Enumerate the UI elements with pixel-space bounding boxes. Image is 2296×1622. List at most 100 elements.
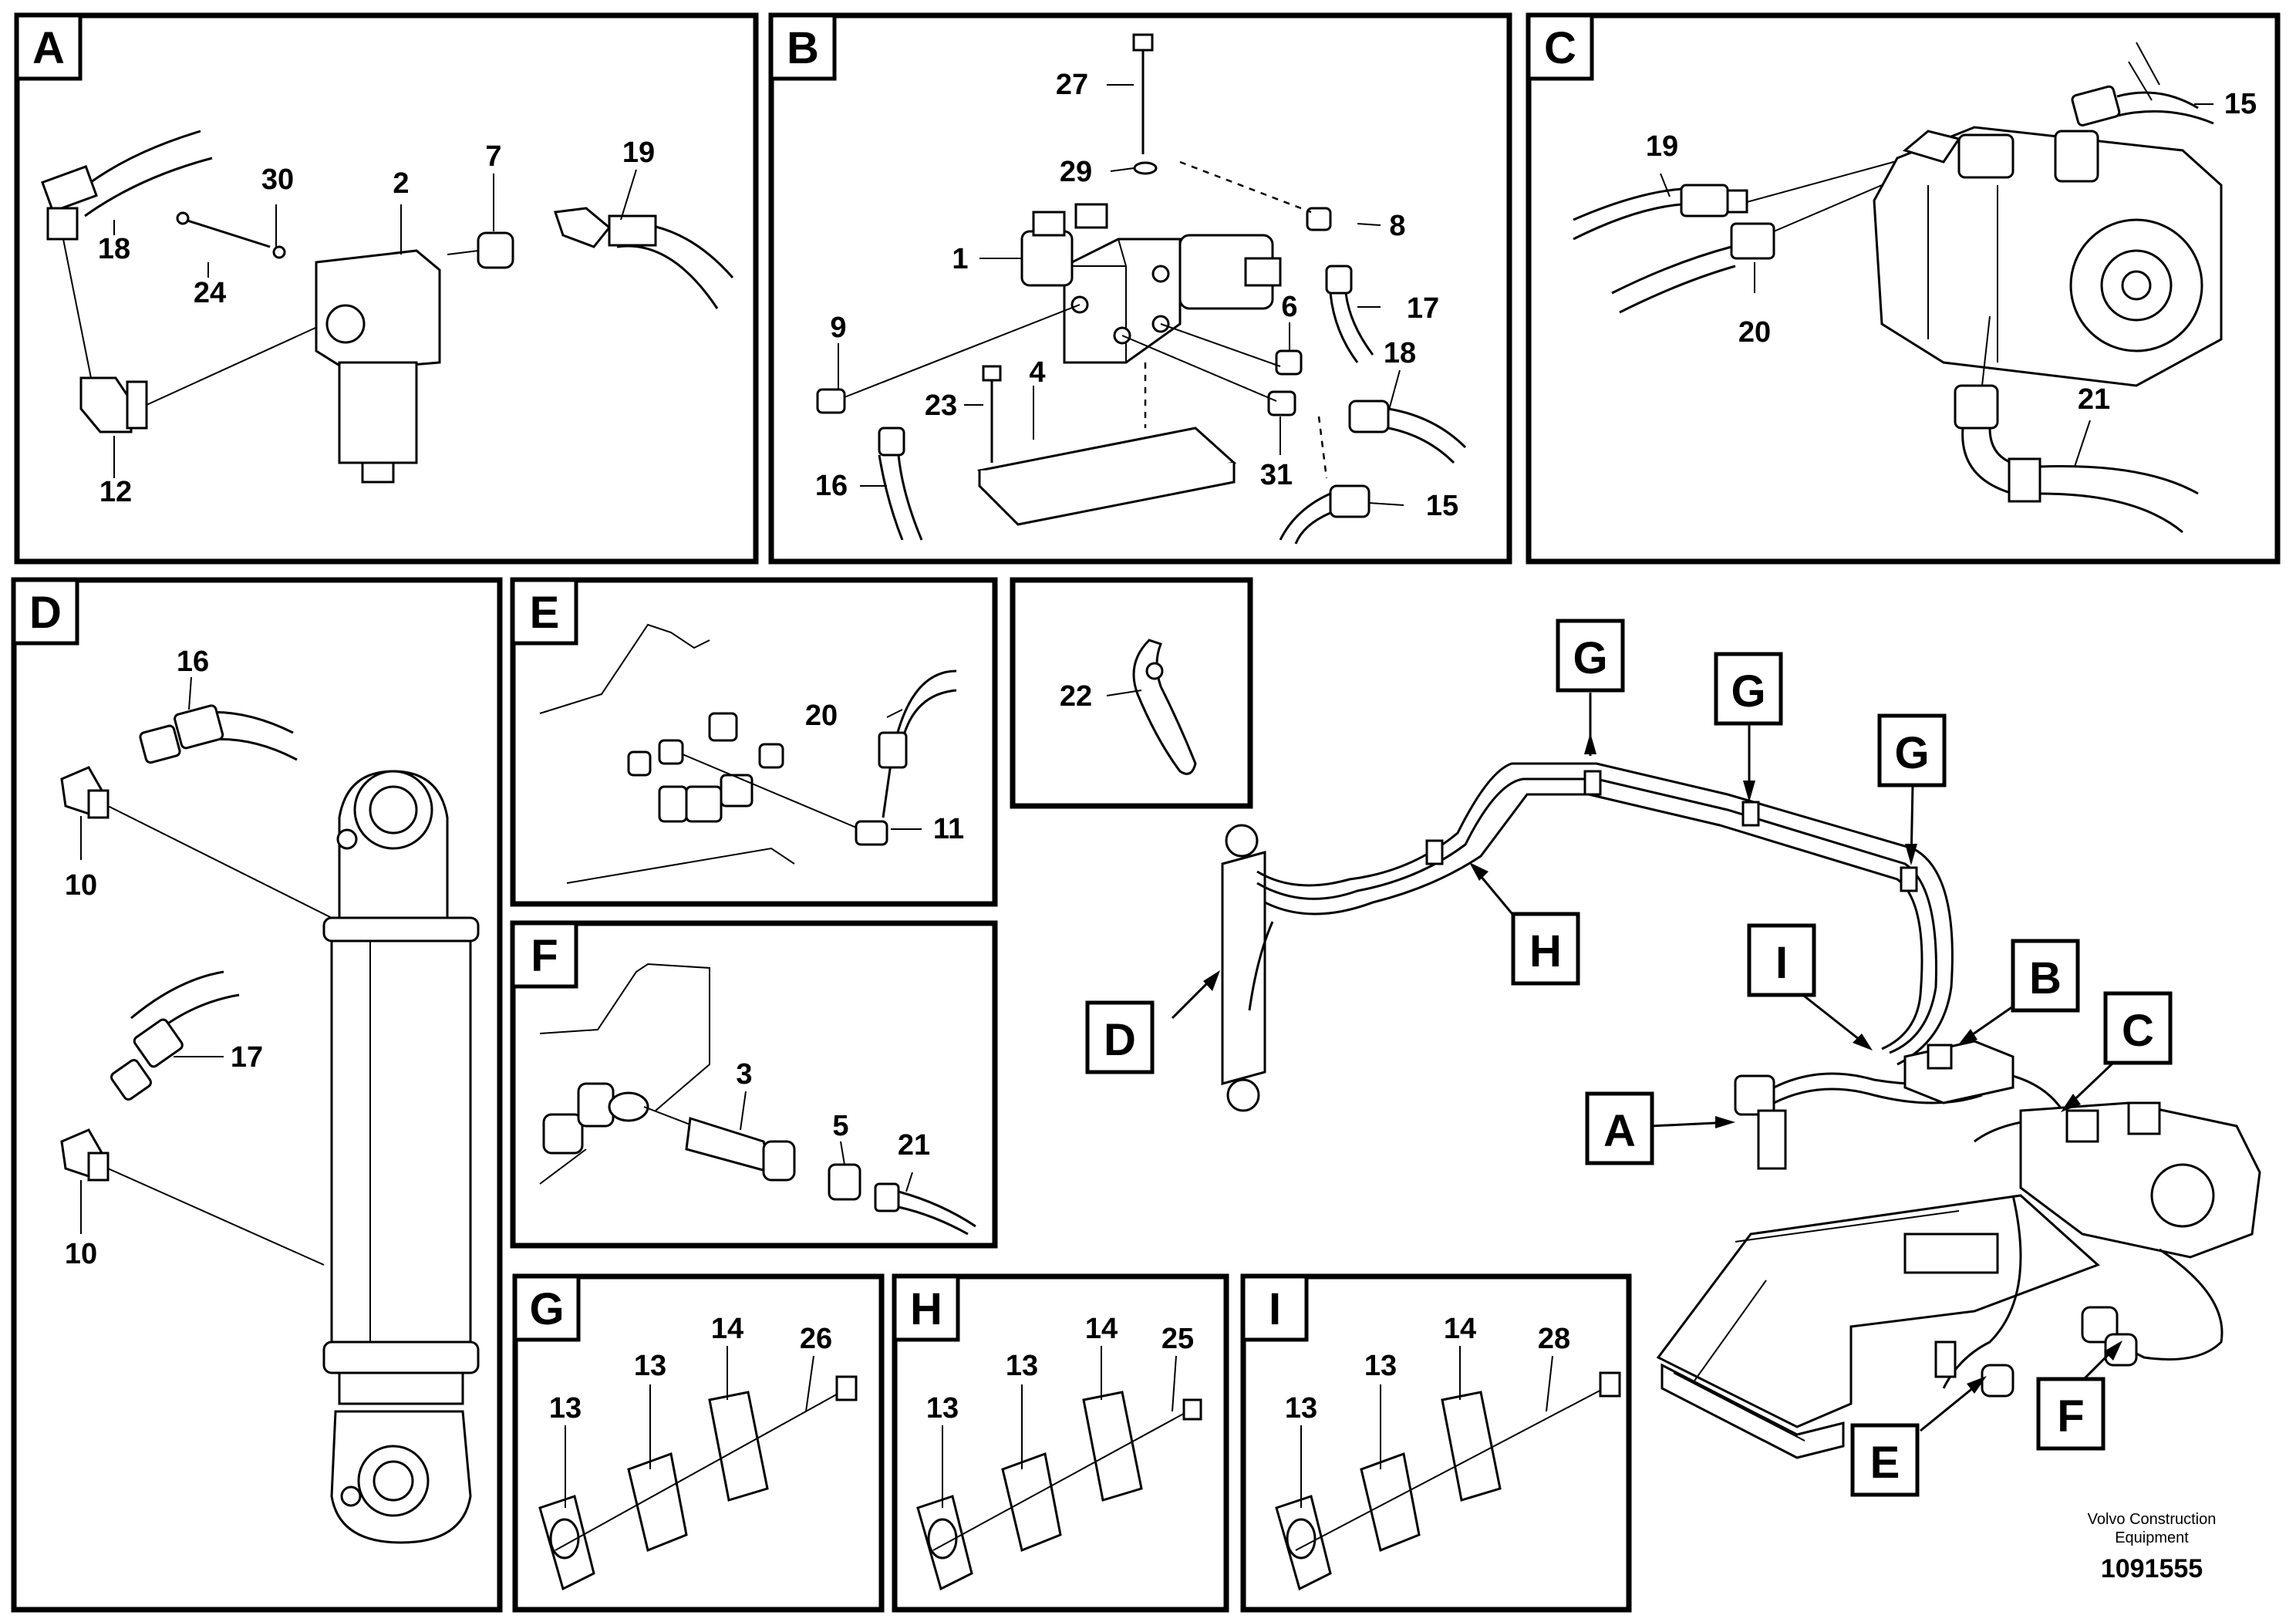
overview-tag-d: D xyxy=(1085,970,1220,1074)
tie-panel-drawing xyxy=(1106,639,1197,775)
overview-tag-e-label: E xyxy=(1870,1438,1900,1488)
overview-tag-g-1-label: G xyxy=(1573,633,1607,683)
panel-a-callout-30: 30 xyxy=(261,164,294,196)
panel-i-tag: I xyxy=(1241,1274,1309,1342)
panel-e-drawing xyxy=(539,623,957,884)
overview-tag-h-label: H xyxy=(1529,926,1562,976)
panel-b-tag-label: B xyxy=(787,23,819,73)
panel-i-tag-label: I xyxy=(1269,1284,1281,1334)
panel-g-callout-13-front: 13 xyxy=(549,1392,582,1425)
panel-h-frame xyxy=(892,1273,1229,1613)
panel-c-tag: C xyxy=(1526,13,1594,81)
panel-b-callout-27: 27 xyxy=(1056,69,1088,101)
panel-a-frame xyxy=(14,12,759,565)
panel-b-callout-23: 23 xyxy=(925,389,957,422)
panel-d-tag-label: D xyxy=(29,588,62,638)
panel-c-frame xyxy=(1526,12,2281,565)
panel-i-callout-13-front: 13 xyxy=(1285,1392,1317,1425)
overview-tag-g-3-label: G xyxy=(1894,728,1929,778)
overview-tag-c: C xyxy=(2061,991,2173,1112)
panel-b-callout-18: 18 xyxy=(1384,337,1416,369)
panel-e-tag-label: E xyxy=(530,588,560,638)
panel-c-drawing xyxy=(1573,42,2223,534)
panel-c-callout-21: 21 xyxy=(2078,383,2110,416)
panel-d-tag: D xyxy=(12,578,79,646)
panel-a-callout-2: 2 xyxy=(393,167,409,200)
panel-c-tag-label: C xyxy=(1544,23,1576,73)
panel-g-callout-14: 14 xyxy=(711,1313,743,1345)
panel-c-callout-19: 19 xyxy=(1646,130,1678,163)
panel-b-callout-31: 31 xyxy=(1260,459,1293,491)
panel-h-callout-14: 14 xyxy=(1085,1313,1118,1345)
panel-f-tag: F xyxy=(511,921,578,989)
tie-callout-22: 22 xyxy=(1060,680,1092,713)
panel-f-callout-21: 21 xyxy=(898,1129,930,1162)
panel-g-callout-13-rear: 13 xyxy=(634,1350,666,1382)
footer-doc-number: 1091555 xyxy=(2101,1554,2203,1583)
overview-tag-i-label: I xyxy=(1775,938,1788,988)
panel-b-callout-6: 6 xyxy=(1281,291,1297,323)
overview-tag-g-3: G xyxy=(1877,713,1947,865)
panel-d-drawing xyxy=(60,676,480,1544)
panel-i-callout-14: 14 xyxy=(1444,1313,1476,1345)
panel-i-callout-28: 28 xyxy=(1538,1323,1570,1355)
overview-drawing xyxy=(1221,762,2261,1459)
panel-a-callout-7: 7 xyxy=(485,140,501,173)
panel-a-tag: A xyxy=(15,13,83,81)
overview-tag-b: B xyxy=(1957,939,2080,1046)
overview-tag-g-1: G xyxy=(1556,619,1625,756)
overview-tag-h: H xyxy=(1469,862,1580,986)
panel-g-drawing xyxy=(538,1346,858,1591)
panel-e-callout-11: 11 xyxy=(933,813,964,845)
overview-tag-f: F xyxy=(2036,1340,2122,1451)
panel-h-callout-13-rear: 13 xyxy=(1006,1350,1038,1382)
panel-e-frame xyxy=(510,577,998,907)
overview-tag-e: E xyxy=(1850,1376,1987,1497)
panel-b-callout-9: 9 xyxy=(830,312,846,344)
panel-d-callout-17: 17 xyxy=(231,1041,263,1074)
panel-f-callout-5: 5 xyxy=(832,1110,848,1142)
footer-brand-line2: Equipment xyxy=(2115,1529,2189,1546)
panel-f-callout-3: 3 xyxy=(736,1058,752,1091)
panel-b-drawing xyxy=(816,33,1467,545)
overview-tag-f-label: F xyxy=(2057,1391,2084,1442)
overview-tag-g-2: G xyxy=(1714,652,1783,802)
tie-panel-frame xyxy=(1010,577,1253,809)
panel-d-callout-10-lower: 10 xyxy=(65,1238,97,1270)
panel-b-callout-8: 8 xyxy=(1389,210,1405,242)
footer-brand-line1: Volvo Construction xyxy=(2088,1511,2217,1528)
panel-i-callout-13-rear: 13 xyxy=(1364,1350,1397,1382)
panel-c-callout-15: 15 xyxy=(2224,88,2257,120)
panel-h-tag: H xyxy=(892,1274,960,1342)
panel-b-callout-16: 16 xyxy=(815,470,848,502)
panel-e-callout-20: 20 xyxy=(805,700,838,732)
overview-tag-a-label: A xyxy=(1603,1106,1636,1156)
panel-d-frame xyxy=(11,577,503,1613)
panel-i-drawing xyxy=(1275,1346,1621,1591)
overview-tag-i: I xyxy=(1747,923,1873,1050)
panel-b-tag: B xyxy=(769,13,837,81)
panel-a-callout-24: 24 xyxy=(194,277,226,309)
overview-tag-a: A xyxy=(1585,1091,1735,1165)
overview-tag-g-2-label: G xyxy=(1731,666,1765,717)
panel-h-drawing xyxy=(916,1346,1202,1591)
panel-h-callout-25: 25 xyxy=(1161,1323,1194,1355)
overview-tag-d-label: D xyxy=(1104,1015,1136,1065)
panel-d-callout-10-upper: 10 xyxy=(65,869,97,902)
panel-f-frame xyxy=(510,920,998,1249)
panel-f-tag-label: F xyxy=(531,931,558,981)
panel-c-callout-20: 20 xyxy=(1738,316,1771,349)
panel-a-drawing xyxy=(41,130,734,484)
panel-g-tag-label: G xyxy=(529,1284,564,1334)
panel-a-callout-12: 12 xyxy=(99,476,132,508)
panel-b-callout-4: 4 xyxy=(1029,356,1045,389)
panel-i-frame xyxy=(1240,1273,1632,1613)
overview-tag-b-label: B xyxy=(2029,953,2062,1003)
panel-f-drawing xyxy=(539,963,976,1236)
panel-d-callout-16: 16 xyxy=(177,646,209,678)
panel-b-callout-17: 17 xyxy=(1407,292,1439,325)
panel-g-callout-26: 26 xyxy=(800,1323,832,1355)
panel-b-callout-15: 15 xyxy=(1426,490,1458,522)
panel-e-tag: E xyxy=(511,578,578,646)
